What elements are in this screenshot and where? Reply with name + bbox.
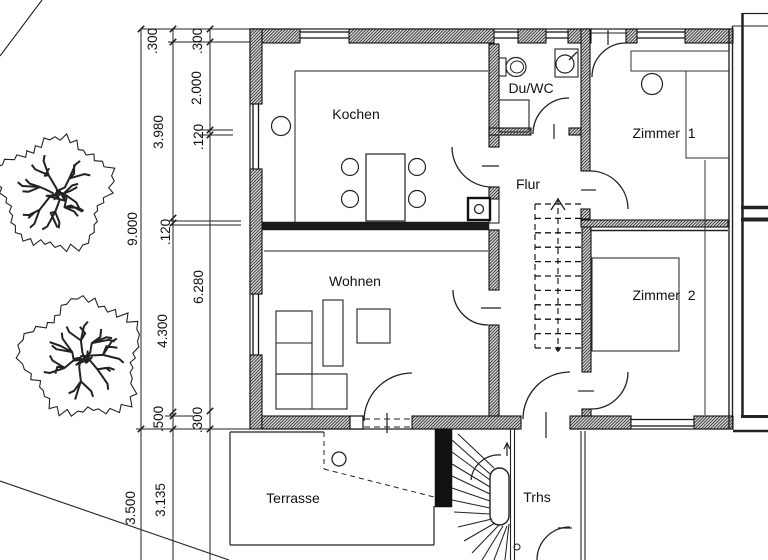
svg-text:.500: .500 [151, 406, 166, 432]
svg-text:4.300: 4.300 [155, 314, 170, 348]
svg-text:.300: .300 [145, 28, 160, 54]
svg-text:2.000: 2.000 [189, 71, 204, 105]
svg-text:6.280: 6.280 [191, 270, 206, 304]
svg-text:Kochen: Kochen [332, 106, 379, 122]
svg-text:3.980: 3.980 [151, 115, 166, 149]
svg-text:Zimmer 1: Zimmer 1 [633, 125, 696, 141]
svg-text:Trhs: Trhs [523, 489, 550, 505]
svg-text:9.000: 9.000 [125, 212, 140, 246]
svg-text:3.135: 3.135 [153, 483, 168, 517]
svg-text:.120: .120 [191, 124, 206, 150]
svg-text:Du/WC: Du/WC [508, 80, 553, 96]
svg-text:.300: .300 [190, 28, 205, 54]
svg-text:Zimmer 2: Zimmer 2 [633, 287, 696, 303]
svg-text:Wohnen: Wohnen [329, 273, 381, 289]
svg-text:.300: .300 [190, 407, 205, 433]
svg-text:Flur: Flur [516, 176, 540, 192]
svg-text:Terrasse: Terrasse [266, 490, 320, 506]
svg-text:.120: .120 [158, 219, 173, 245]
svg-text:3.500: 3.500 [123, 491, 138, 525]
